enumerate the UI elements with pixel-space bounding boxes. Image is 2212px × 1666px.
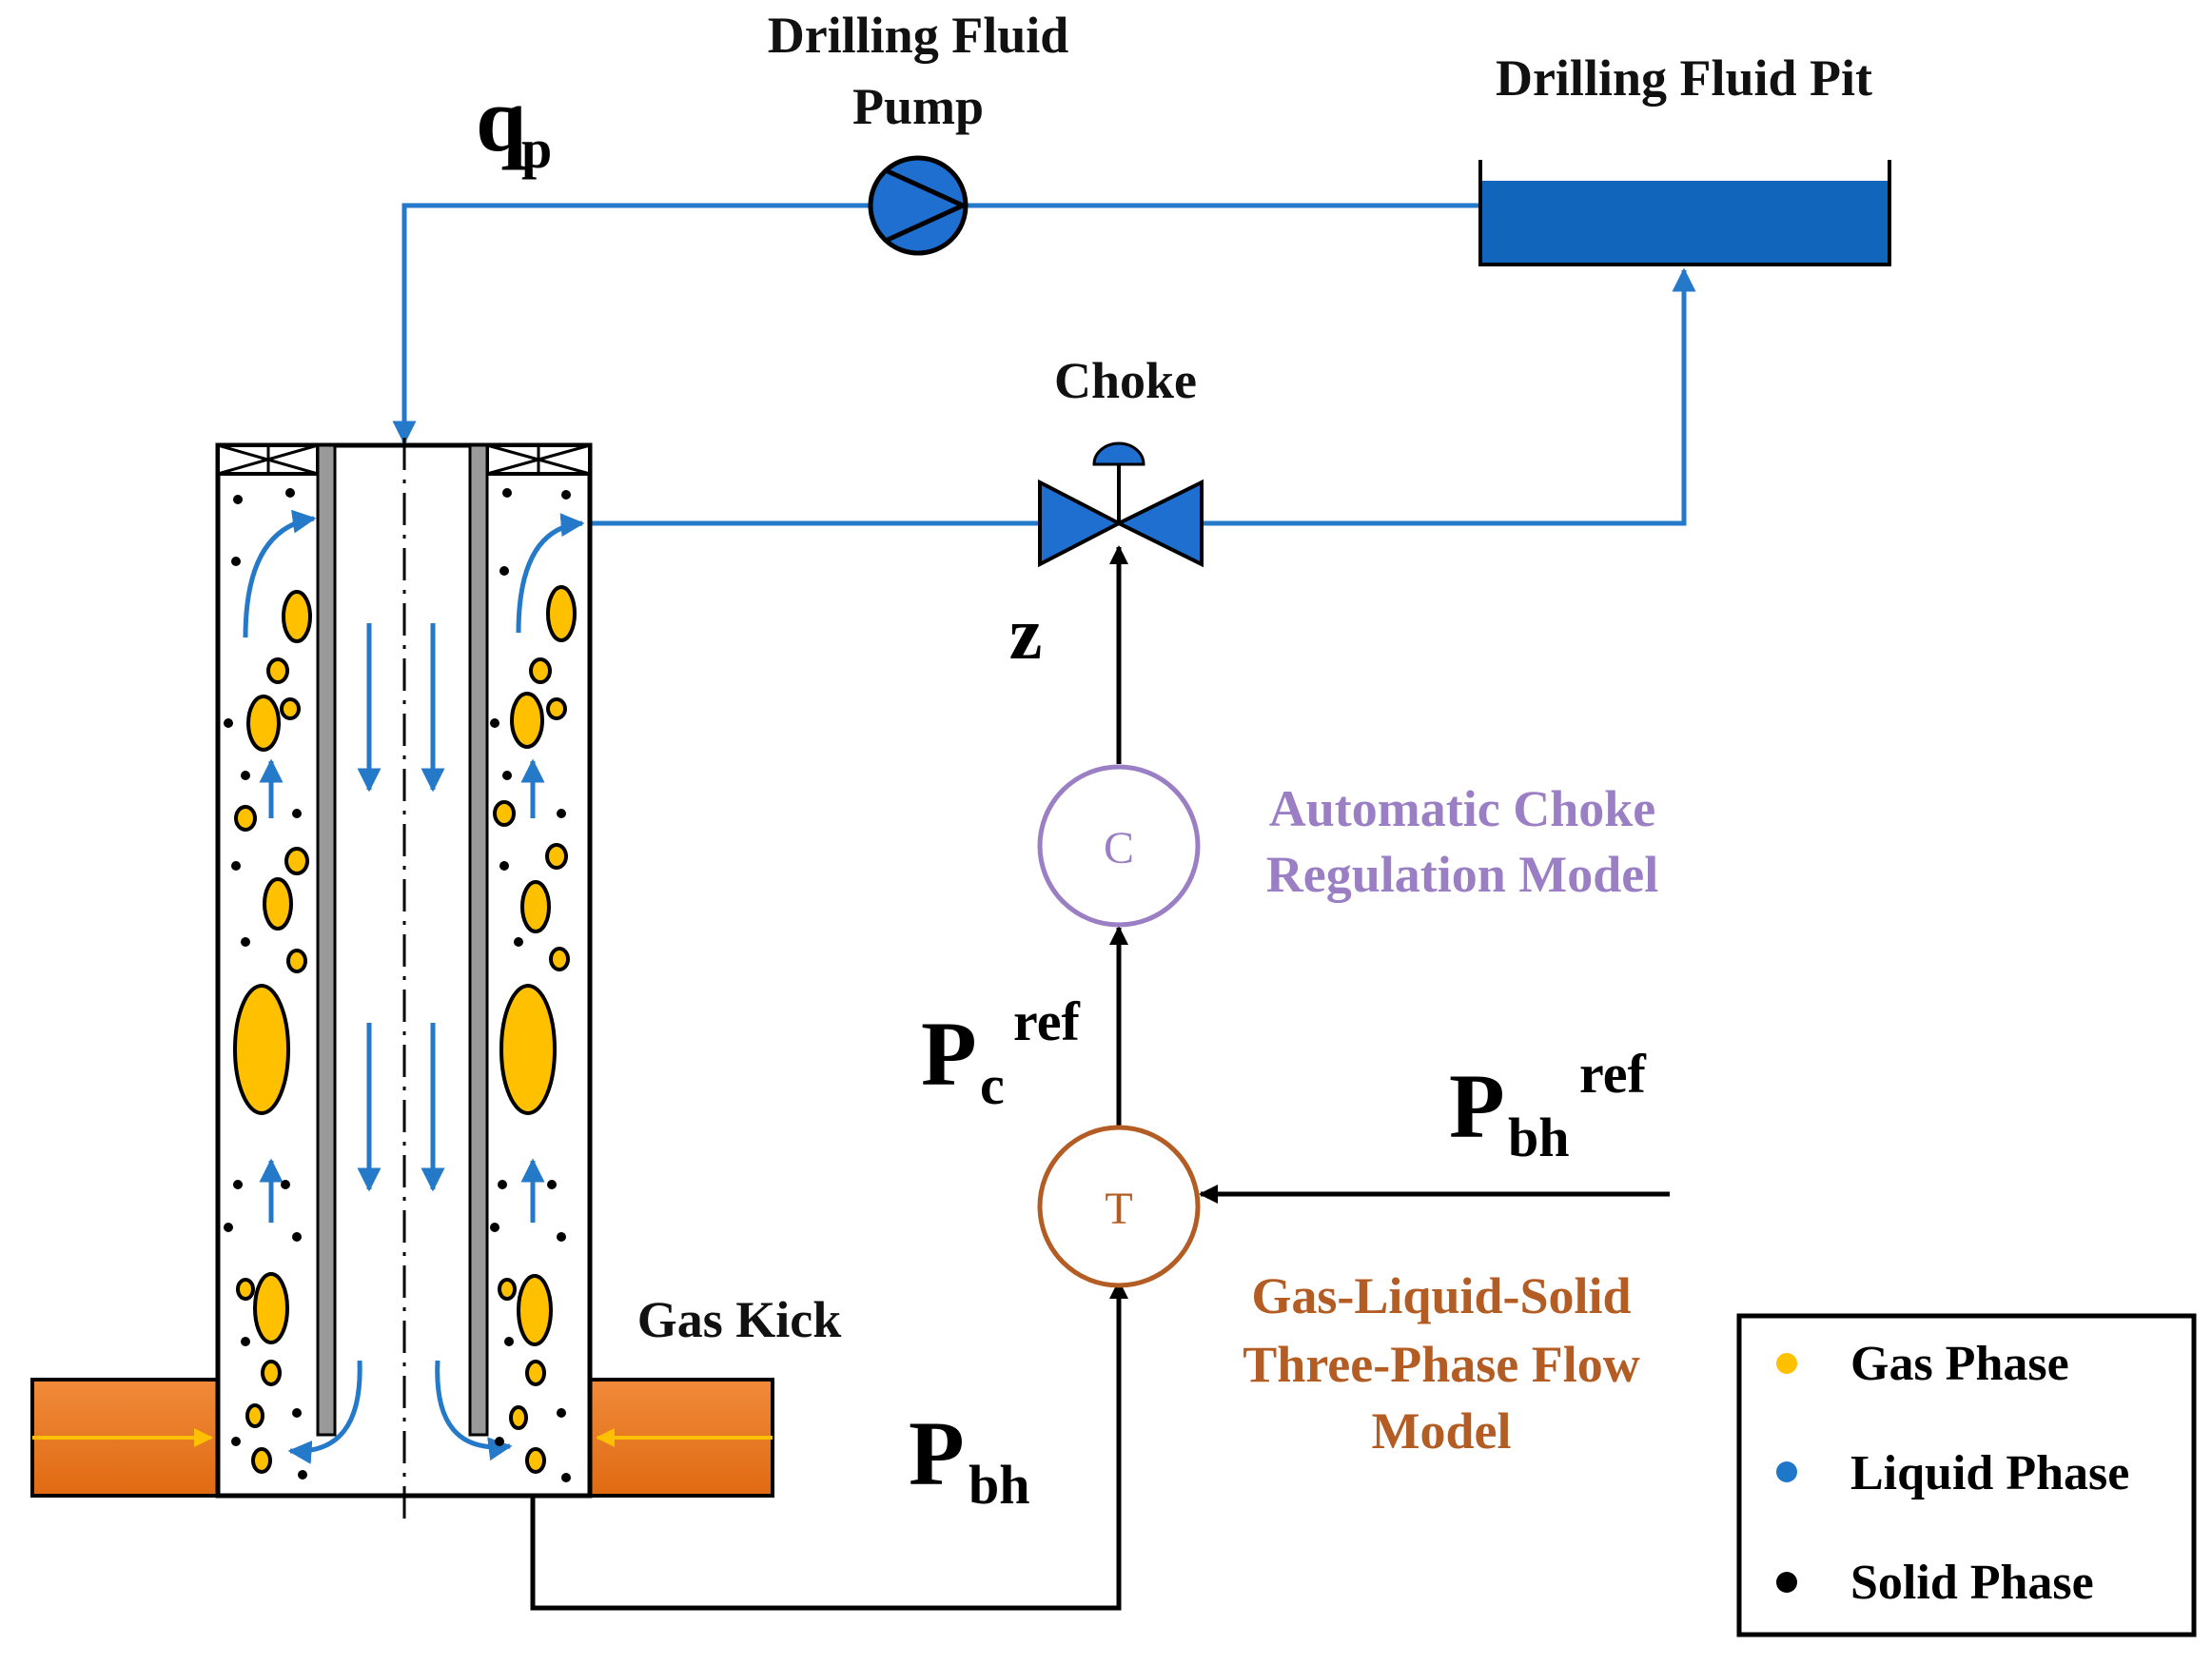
- transmitter-title-line2: Three-Phase Flow: [1243, 1336, 1639, 1393]
- legend-label-gas: Gas Phase: [1850, 1337, 2069, 1391]
- pump-label-line1: Drilling Fluid: [768, 7, 1069, 64]
- pc-ref-symbol: P c ref: [921, 990, 1080, 1116]
- drilling-fluid-pit: [1478, 160, 1891, 266]
- transmitter-letter: T: [1105, 1184, 1132, 1234]
- legend: Gas Phase Liquid Phase Solid Phase: [1736, 1313, 2197, 1637]
- control-lines: [530, 545, 1670, 1611]
- controller-node: C: [1037, 764, 1201, 928]
- qp-sub: p: [521, 118, 552, 180]
- pc-main: P: [921, 1003, 977, 1105]
- z-symbol: z: [1009, 592, 1043, 675]
- gas-bubbles: [233, 585, 577, 1474]
- pc-sub: c: [980, 1054, 1005, 1116]
- gas-kick-label: Gas Kick: [637, 1291, 842, 1348]
- qp-symbol: q p: [476, 69, 552, 180]
- legend-item-gas: Gas Phase: [1776, 1337, 2069, 1391]
- qp-main: q: [476, 69, 526, 170]
- fluid-lines: [392, 203, 1696, 526]
- legend-item-liquid: Liquid Phase: [1776, 1446, 2129, 1500]
- pbh-sub: bh: [969, 1454, 1030, 1516]
- transmitter-node: T: [1037, 1125, 1201, 1288]
- controller-title-line2: Regulation Model: [1266, 846, 1659, 903]
- pc-sup: ref: [1013, 990, 1080, 1052]
- pbhref-sub: bh: [1508, 1107, 1570, 1168]
- solid-particles: [224, 488, 571, 1482]
- pbhref-sup: ref: [1579, 1043, 1646, 1105]
- pit-label: Drilling Fluid Pit: [1496, 49, 1872, 107]
- supply-line: [392, 203, 1480, 445]
- return-line: [576, 267, 1696, 526]
- choke-label: Choke: [1054, 352, 1197, 409]
- pump-label-line2: Pump: [852, 78, 984, 135]
- flow-arrows: [243, 509, 585, 1464]
- pbh-main: P: [909, 1402, 965, 1504]
- legend-label-solid: Solid Phase: [1850, 1556, 2094, 1610]
- pbh-symbol: P bh: [909, 1402, 1030, 1516]
- choke-valve-icon: [1038, 441, 1204, 568]
- formation: [30, 1378, 774, 1498]
- transmitter-title-line3: Model: [1372, 1402, 1512, 1460]
- pbh-ref-symbol: P bh ref: [1449, 1043, 1646, 1168]
- controller-title-line1: Automatic Choke: [1269, 780, 1655, 837]
- controller-letter: C: [1104, 823, 1134, 873]
- transmitter-title-line1: Gas-Liquid-Solid: [1251, 1267, 1631, 1324]
- legend-label-liquid: Liquid Phase: [1850, 1446, 2129, 1500]
- wellbore: [215, 438, 593, 1522]
- pump-icon: [868, 155, 969, 256]
- legend-item-solid: Solid Phase: [1776, 1556, 2094, 1610]
- pbhref-main: P: [1449, 1055, 1505, 1157]
